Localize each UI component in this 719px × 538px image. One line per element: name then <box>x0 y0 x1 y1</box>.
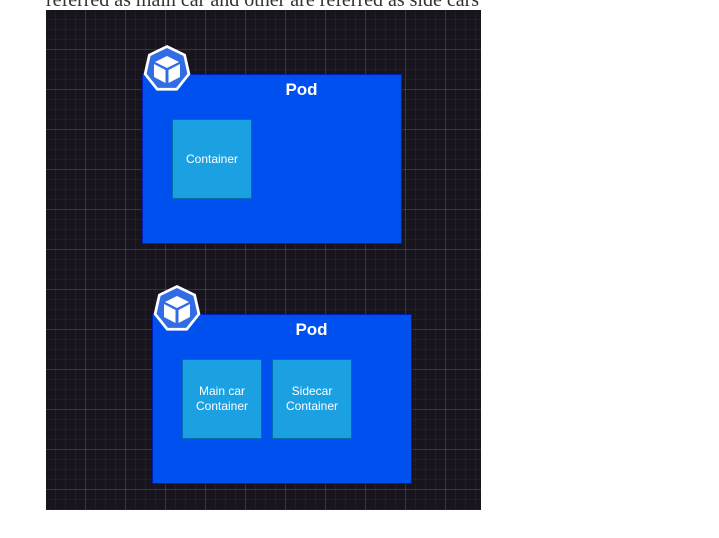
main-car-container-box: Main car Container <box>182 359 262 439</box>
container-box: Container <box>172 119 252 199</box>
kubernetes-pod-icon <box>153 285 201 331</box>
kubernetes-pod-icon <box>143 45 191 91</box>
diagram-canvas: Pod Container Pod Main car Container Sid… <box>46 10 481 510</box>
pod-box: Pod Container <box>142 74 402 244</box>
pod-box: Pod Main car Container Sidecar Container <box>152 314 412 484</box>
container-label: Sidecar Container <box>285 384 339 413</box>
container-label: Main car Container <box>195 384 249 413</box>
pod-label: Pod <box>295 320 328 339</box>
article-text-line: referred as main car and other are refer… <box>46 0 480 11</box>
sidecar-container-box: Sidecar Container <box>272 359 352 439</box>
container-label: Container <box>185 151 239 166</box>
pod-label: Pod <box>285 80 318 99</box>
